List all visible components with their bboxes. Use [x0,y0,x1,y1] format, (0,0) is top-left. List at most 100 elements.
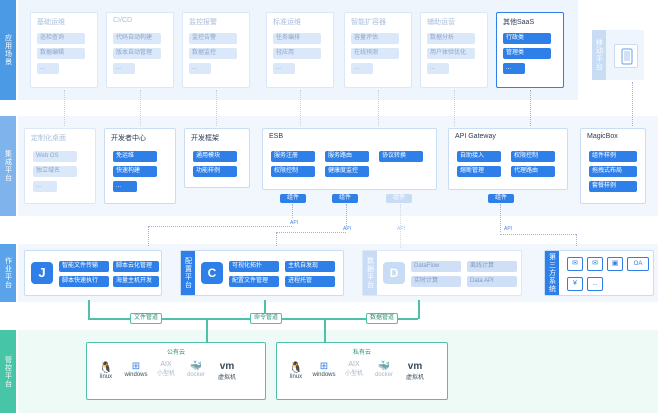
config-item-3[interactable]: 进程托管 [285,276,335,287]
magicbox-card[interactable]: MagicBox 组件样例 拖拽式布局 套餐样例 [580,128,646,204]
private-cloud-title: 私有云 [352,350,371,356]
windows-label: windows [124,372,148,378]
custom-item-2[interactable]: ... [33,181,57,192]
app-card-0-item-2[interactable]: ... [37,63,59,74]
app-card-2-item-0[interactable]: 监控告警 [189,33,237,44]
app-card-1-item-0[interactable]: 代码自动构建 [113,33,161,44]
app-card-5[interactable]: 辅助运营数据分析用户体验优化... [420,12,488,88]
data-item-1[interactable]: 离线计算 [467,261,517,272]
app-card-2-item-1[interactable]: 数据监控 [189,48,237,59]
esb-item-0[interactable]: 服务注册 [271,151,315,162]
gateway-item-0[interactable]: 自助接入 [457,151,501,162]
app-card-1-item-1[interactable]: 版本自动管理 [113,48,161,59]
yen-icon[interactable]: ¥ [567,277,583,291]
esb-item-3[interactable]: 权限控制 [271,166,315,177]
magicbox-item-0[interactable]: 组件样例 [589,151,637,162]
dev-center-card[interactable]: 开发者中心 免运维 快速构建 ... [104,128,176,204]
app-card-5-item-0[interactable]: 数据分析 [427,33,475,44]
api-label-2: API [397,226,406,232]
app-card-2-item-2[interactable]: ... [189,63,211,74]
app-card-6-item-2[interactable]: ... [503,63,525,74]
framework-card[interactable]: 开发框架 通用模块 功能样例 [184,128,250,188]
app-card-0[interactable]: 基础运维巡检查询数据编辑... [30,12,98,88]
job-item-0[interactable]: 智能文件传输 [59,261,109,272]
magicbox-item-1[interactable]: 拖拽式布局 [589,166,637,177]
job-platform-card[interactable]: J 智能文件传输 脚本云化管理 脚本快速执行 海量主机开发 [24,250,162,296]
app-card-3-item-0[interactable]: 任务编排 [273,33,321,44]
app-card-4-item-1[interactable]: 在线预测 [351,48,399,59]
connector-config [346,204,347,226]
app-card-4-item-2[interactable]: ... [351,63,373,74]
data-item-3[interactable]: Data API [467,276,517,287]
gateway-item-3[interactable]: 代理路由 [511,166,555,177]
docker-label: docker [186,372,205,378]
esb-item-1[interactable]: 服务路由 [325,151,369,162]
app-card-6-item-0[interactable]: 行政类 [503,33,551,44]
devcenter-item-0[interactable]: 免运维 [113,151,157,162]
third-party-card[interactable]: 第三方系统 ✉ ✉ ▣ OA ¥ ... [544,250,654,296]
private-linux-label: linux [289,374,303,380]
app-card-0-item-0[interactable]: 巡检查询 [37,33,85,44]
framework-title: 开发框架 [191,135,219,142]
custom-item-1[interactable]: 独立域名 [33,166,77,177]
app-card-4[interactable]: 智能扩容器容量评估在线预测... [344,12,412,88]
data-item-0[interactable]: DataFlow [411,261,461,272]
mail-icon[interactable]: ✉ [587,257,603,271]
component-tab-2[interactable]: 组件 [386,194,412,203]
connector-config-v [276,232,277,246]
gateway-item-2[interactable]: 熔断管理 [457,166,501,177]
app-card-5-item-1[interactable]: 用户体验优化 [427,48,475,59]
component-tab-1[interactable]: 组件 [332,194,358,203]
app-card-3[interactable]: 标准运维任务编排轻应用... [266,12,334,88]
message-icon[interactable]: ▣ [607,257,623,271]
config-item-0[interactable]: 可视化拓扑 [229,261,279,272]
esb-item-2[interactable]: 协议转换 [379,151,423,162]
app-card-2[interactable]: 监控报警监控告警数据监控... [182,12,250,88]
app-card-4-item-0[interactable]: 容量评估 [351,33,399,44]
aix-label: AIX [160,361,172,368]
app-card-3-item-2[interactable]: ... [273,63,295,74]
app-card-1-item-2[interactable]: ... [113,63,135,74]
api-gateway-card[interactable]: API Gateway 自助接入 权限控制 熔断管理 代理路由 [448,128,568,190]
job-item-2[interactable]: 脚本快速执行 [59,276,109,287]
app-card-title-4: 智能扩容器 [351,19,386,26]
esb-title: ESB [269,133,284,140]
app-connector-6 [530,90,531,126]
mobile-device-card[interactable] [614,44,638,68]
data-item-2[interactable]: 实时计算 [411,276,461,287]
framework-item-1[interactable]: 功能样例 [193,166,237,177]
config-item-1[interactable]: 主机自发现 [285,261,335,272]
job-item-3[interactable]: 海量主机开发 [113,276,159,287]
gateway-item-1[interactable]: 权限控制 [511,151,555,162]
data-platform-card[interactable]: 数据平台 D DataFlow 离线计算 实时计算 Data API [362,250,522,296]
devcenter-item-2[interactable]: ... [113,181,137,192]
row-label-app-text: 应用场景 [4,34,12,66]
esb-item-4[interactable]: 健康度监控 [325,166,369,177]
component-tab-3[interactable]: 组件 [488,194,514,203]
job-item-1[interactable]: 脚本云化管理 [113,261,159,272]
devcenter-item-1[interactable]: 快速构建 [113,166,157,177]
config-platform-card[interactable]: 配置平台 C 可视化拓扑 主机自发现 配置文件管理 进程托管 [180,250,344,296]
config-item-2[interactable]: 配置文件管理 [229,276,279,287]
esb-card[interactable]: ESB 服务注册 服务路由 协议转换 权限控制 健康度监控 [262,128,437,190]
channel-right-v [418,300,420,319]
app-card-5-item-2[interactable]: ... [427,63,449,74]
app-card-6-item-1[interactable]: 管理类 [503,48,551,59]
oa-badge[interactable]: OA [627,257,649,271]
more-badge[interactable]: ... [587,277,603,291]
component-tab-0[interactable]: 组件 [280,194,306,203]
wechat-icon[interactable]: ✉ [567,257,583,271]
data-label: 数据平台 [363,251,377,295]
magicbox-item-2[interactable]: 套餐样例 [589,181,637,192]
custom-desktop-card[interactable]: 定制化桌面 Web OS 独立域名 ... [24,128,96,204]
private-linux-icon: 🐧linux [283,361,309,380]
app-card-3-item-1[interactable]: 轻应用 [273,48,321,59]
app-card-0-item-1[interactable]: 数据编辑 [37,48,85,59]
framework-item-0[interactable]: 通用模块 [193,151,237,162]
custom-item-0[interactable]: Web OS [33,151,77,162]
